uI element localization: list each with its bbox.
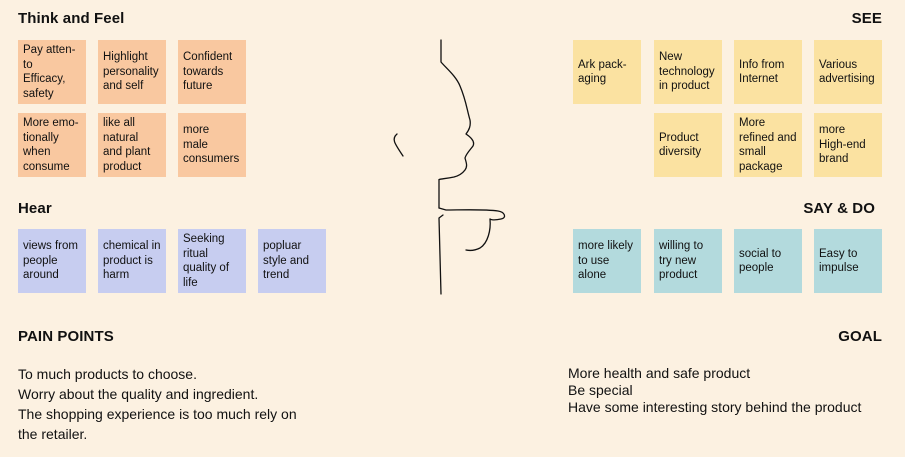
see-note: More refined and small package	[734, 113, 802, 177]
say-do-note: willing to try new product	[654, 229, 722, 293]
pain-points-text: To much products to choose. Worry about …	[18, 364, 297, 444]
think-feel-heading: Think and Feel	[18, 10, 125, 27]
hear-note: chemical in product is harm	[98, 229, 166, 293]
goal-line: Have some interesting story behind the p…	[568, 399, 862, 415]
see-note: more High-end brand	[814, 113, 882, 177]
say-do-note: more likely to use alone	[573, 229, 641, 293]
see-note: New technology in product	[654, 40, 722, 104]
see-note: Info from Internet	[734, 40, 802, 104]
goal-line: More health and safe product	[568, 365, 751, 381]
think-feel-note: more male consumers	[178, 113, 246, 177]
say-do-note: social to people	[734, 229, 802, 293]
see-note: Various advertising	[814, 40, 882, 104]
hear-note: views from people around	[18, 229, 86, 293]
think-feel-note: More emo- tionally when consume	[18, 113, 86, 177]
goal-text: More health and safe product Be special …	[568, 365, 861, 416]
pain-point-line: To much products to choose.	[18, 366, 197, 382]
see-note: Ark pack- aging	[573, 40, 641, 104]
think-feel-note: Highlight personality and self	[98, 40, 166, 104]
pain-point-line: The shopping experience is too much rely…	[18, 406, 297, 422]
pain-point-line: the retailer.	[18, 426, 88, 442]
say-do-note: Easy to impulse	[814, 229, 882, 293]
think-feel-note: Pay atten- to Efficacy, safety	[18, 40, 86, 104]
see-note: Product diversity	[654, 113, 722, 177]
hear-heading: Hear	[18, 200, 52, 217]
goal-heading: GOAL	[838, 328, 882, 345]
see-heading: SEE	[851, 10, 882, 27]
think-feel-note: Confident towards future	[178, 40, 246, 104]
think-feel-note: like all natural and plant product	[98, 113, 166, 177]
hear-note: Seeking ritual quality of life	[178, 229, 246, 293]
pain-point-line: Worry about the quality and ingredient.	[18, 386, 259, 402]
goal-line: Be special	[568, 382, 633, 398]
pain-points-heading: PAIN POINTS	[18, 328, 114, 345]
head-profile-line-drawing-icon	[393, 39, 506, 295]
say-do-heading: SAY & DO	[803, 200, 875, 217]
hear-note: popluar style and trend	[258, 229, 326, 293]
